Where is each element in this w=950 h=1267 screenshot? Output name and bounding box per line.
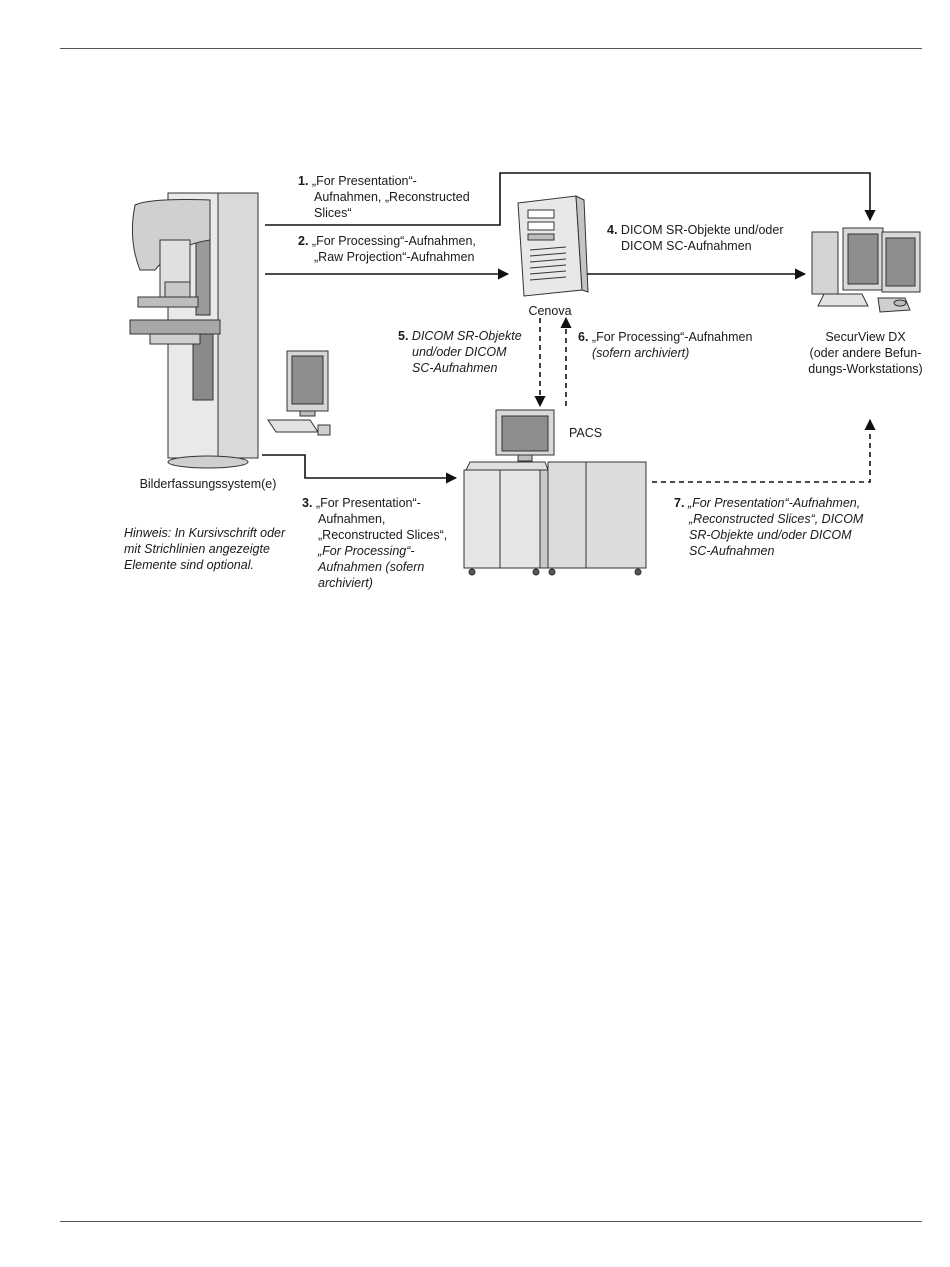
securview-label-line-3: dungs-Workstations) [808,362,923,376]
flow-5-line-1: DICOM SR-Objekte [411,329,522,343]
cenova-label: Cenova [528,304,572,318]
flow-6-line-2: (sofern archiviert) [592,346,690,360]
flow-3-line-3: „Reconstructed Slices“, [318,528,448,542]
flow-1-line-2: Aufnahmen, „Reconstructed [314,190,470,204]
flow-2-number: 2. [298,234,309,248]
flow-5-number: 5. [398,329,409,343]
flow-arrows [262,172,876,484]
arrow-flow-3 [262,454,458,484]
flow-3-label: 3. „For Presentation“- Aufnahmen, „Recon… [302,495,447,591]
flow-4-line-1: DICOM SR-Objekte und/oder [620,223,784,237]
securview-label-line-1: SecurView DX [825,330,906,344]
flow-4-label: 4. DICOM SR-Objekte und/oder DICOM SC-Au… [607,222,783,254]
flow-1-label: 1. „For Presentation“- Aufnahmen, „Recon… [298,173,470,221]
mammography-system-icon [129,192,259,469]
flow-1-line-3: Slices“ [314,206,352,220]
flow-2-line-2: „Raw Projection“-Aufnahmen [314,250,475,264]
flow-7-line-4: SC-Aufnahmen [689,544,775,558]
securview-label-line-2: (oder andere Befun- [809,346,922,360]
flow-3-line-6: archiviert) [318,576,373,590]
flow-3-line-4: „For Processing“- [318,544,415,558]
pacs-label: PACS [569,426,603,440]
flow-5-line-3: SC-Aufnahmen [412,361,498,375]
note-line-2: mit Strichlinien angezeigte [124,542,270,556]
workstation-monitor-icon [267,350,331,436]
flow-7-line-3: SR-Objekte und/oder DICOM [689,528,852,542]
flow-7-label: 7. „For Presentation“-Aufnahmen, „Recons… [674,495,863,559]
flow-3-number: 3. [302,496,313,510]
arrow-flow-7 [652,418,876,483]
top-rule [60,48,922,49]
bottom-rule [60,1221,922,1222]
acquisition-system-label: Bilderfassungssystem(e) [139,477,277,491]
pacs-cabinet-icon [463,409,647,576]
flow-4-number: 4. [607,223,618,237]
flow-4-line-2: DICOM SC-Aufnahmen [621,239,752,253]
flow-5-line-2: und/oder DICOM [412,345,507,359]
flow-7-line-2: „Reconstructed Slices“, DICOM [689,512,864,526]
dual-monitor-workstation-icon [811,227,921,313]
flow-3-line-5: Aufnahmen (sofern [318,560,425,574]
flow-5-label: 5. DICOM SR-Objekte und/oder DICOM SC-Au… [398,328,522,376]
flow-6-number: 6. [578,330,589,344]
flow-7-line-1: „For Presentation“-Aufnahmen, [687,496,861,510]
flow-2-line-1: „For Processing“-Aufnahmen, [311,234,476,248]
flow-1-line-1: „For Presentation“- [311,174,417,188]
securview-label: SecurView DX (oder andere Befun- dungs-W… [798,329,933,377]
flow-3-line-1: „For Presentation“- [315,496,421,510]
optional-note: Hinweis: In Kursivschrift oder mit Stric… [124,525,285,573]
flow-6-line-1: „For Processing“-Aufnahmen [591,330,753,344]
note-line-1: Hinweis: In Kursivschrift oder [124,526,286,540]
arrow-flow-1 [265,172,876,226]
flow-3-line-2: Aufnahmen, [318,512,386,526]
note-line-3: Elemente sind optional. [124,558,254,572]
flow-6-label: 6. „For Processing“-Aufnahmen (sofern ar… [578,329,752,361]
server-tower-icon [517,195,589,297]
flow-7-number: 7. [674,496,685,510]
flow-2-label: 2. „For Processing“-Aufnahmen, „Raw Proj… [298,233,476,265]
flow-1-number: 1. [298,174,309,188]
